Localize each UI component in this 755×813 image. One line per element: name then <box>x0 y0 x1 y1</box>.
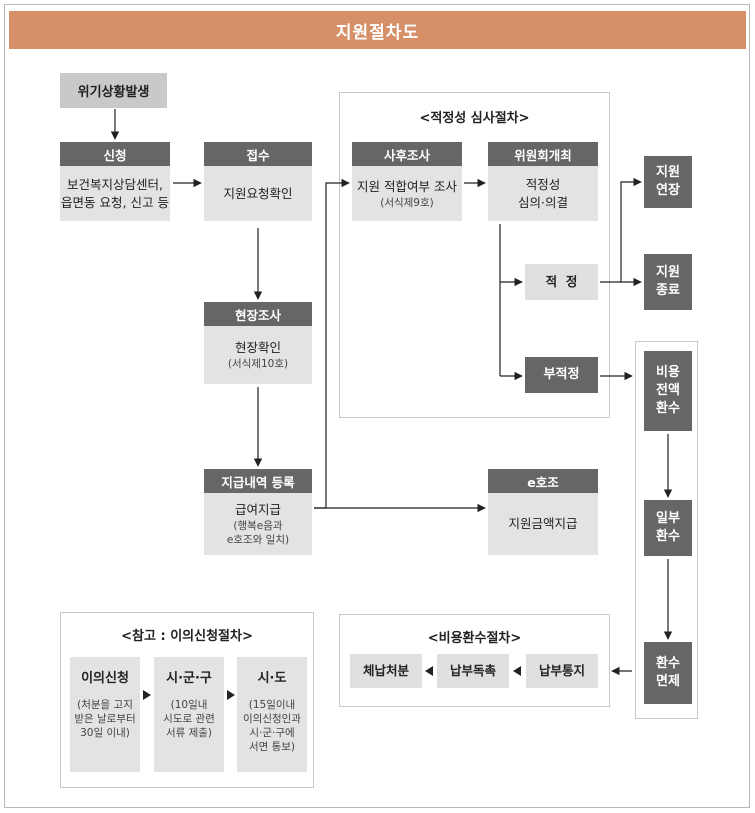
committee-line1: 적정성 <box>525 176 561 192</box>
partial-refund-box: 일부 환수 <box>644 500 692 556</box>
arrow-notice-to-demand <box>513 666 521 676</box>
appropriate-label: 적 정 <box>545 274 578 289</box>
arrow-appropriate-to-extend <box>620 177 642 282</box>
appropriate-box: 적 정 <box>525 264 598 300</box>
objection-title: <참고 : 이의신청절차> <box>121 629 253 644</box>
objection-step-title: 시·군·구 <box>166 671 212 686</box>
support-extension-line1: 지원 <box>656 165 680 180</box>
objection-step-note: 받은 날로부터 <box>74 713 136 725</box>
payment-demand-box: 납부독촉 <box>437 654 509 688</box>
post-investigation-box: 사후조사 지원 적합여부 조사 (서식제9호) <box>352 142 462 221</box>
arrow-demand-to-disposal <box>425 666 433 676</box>
refund-procedure-title: <비용환수절차> <box>427 631 522 646</box>
committee-box: 위원회개최 적정성 심의·의결 <box>488 142 598 221</box>
receipt-box: 접수 지원요청확인 <box>204 142 312 221</box>
partial-refund-line1: 일부 <box>656 511 680 526</box>
objection-step-province: 시·도 (15일이내 이의신청인과 시·군·구에 서면 통보) <box>237 657 307 772</box>
payment-registration-header: 지급내역 등록 <box>204 469 312 500</box>
full-refund-box: 비용 전액 환수 <box>644 351 692 431</box>
ehojo-header: e호조 <box>488 469 598 500</box>
objection-step-note: (10일내 <box>170 699 208 711</box>
support-extension-line2: 연장 <box>656 183 680 198</box>
objection-step-note: 30일 이내) <box>80 727 130 739</box>
field-investigation-body: 현장확인 <box>234 340 281 355</box>
arrow-receipt-to-post-investigation <box>314 178 350 509</box>
objection-step-note: (처분을 고지 <box>77 699 133 711</box>
review-panel-title: <적정성 심사절차> <box>419 111 530 126</box>
refund-exemption-line1: 환수 <box>656 656 680 671</box>
objection-step-note: 이의신청인과 <box>243 713 301 725</box>
objection-step-note: 시·군·구에 <box>249 727 295 739</box>
partial-refund-line2: 환수 <box>656 529 680 544</box>
payment-notice-label: 납부통지 <box>538 663 585 678</box>
objection-step-note: 시도로 관련 <box>163 713 215 725</box>
full-refund-line2: 전액 <box>656 383 680 398</box>
apply-box: 신청 보건복지상담센터, 읍면동 요청, 신고 등 <box>60 142 170 221</box>
refund-exemption-box: 환수 면제 <box>644 642 692 704</box>
payment-sub2: e호조와 일치) <box>226 534 290 546</box>
field-investigation-form: (서식제10호) <box>227 358 289 370</box>
objection-step-note: 서류 제출) <box>165 727 213 739</box>
full-refund-line3: 환수 <box>656 401 680 416</box>
full-refund-line1: 비용 <box>656 365 680 380</box>
committee-line2: 심의·의결 <box>518 194 568 210</box>
inappropriate-label: 부적정 <box>543 367 580 382</box>
post-investigation-header: 사후조사 <box>352 142 462 173</box>
objection-step-title: 이의신청 <box>81 671 129 686</box>
arrow-filing-to-district <box>143 690 151 700</box>
arrears-disposal-box: 체납처분 <box>350 654 422 688</box>
objection-step-note: (15일이내 <box>248 699 296 711</box>
arrears-disposal-label: 체납처분 <box>362 663 409 678</box>
ehojo-body: 지원금액지급 <box>508 516 578 531</box>
refund-exemption-line2: 면제 <box>656 674 680 689</box>
objection-step-title: 시·도 <box>257 671 287 686</box>
committee-header: 위원회개최 <box>488 142 598 173</box>
payment-demand-label: 납부독촉 <box>449 663 496 678</box>
support-termination-line1: 지원 <box>656 265 680 280</box>
page-title: 지원절차도 <box>9 11 746 49</box>
crisis-occurrence-box: 위기상황발생 <box>60 73 167 108</box>
payment-body: 급여지급 <box>234 502 281 517</box>
support-termination-line2: 종료 <box>656 283 680 298</box>
apply-line2: 읍면동 요청, 신고 등 <box>61 194 169 210</box>
crisis-occurrence-label: 위기상황발생 <box>77 85 150 100</box>
objection-step-filing: 이의신청 (처분을 고지 받은 날로부터 30일 이내) <box>70 657 140 772</box>
apply-line1: 보건복지상담센터, <box>67 176 163 192</box>
post-investigation-form: (서식제9호) <box>380 196 434 209</box>
payment-sub1: (행복e음과 <box>233 520 283 532</box>
arrow-district-to-province <box>227 690 235 700</box>
field-investigation-box: 현장조사 현장확인 (서식제10호) <box>204 302 312 384</box>
support-extension-box: 지원 연장 <box>644 156 692 208</box>
receipt-body: 지원요청확인 <box>223 185 293 201</box>
post-investigation-body: 지원 적합여부 조사 <box>357 178 457 194</box>
apply-header: 신청 <box>60 142 170 173</box>
inappropriate-box: 부적정 <box>525 357 598 393</box>
support-termination-box: 지원 종료 <box>644 254 692 310</box>
payment-notice-box: 납부통지 <box>526 654 598 688</box>
payment-registration-box: 지급내역 등록 급여지급 (행복e음과 e호조와 일치) <box>204 469 312 555</box>
ehojo-box: e호조 지원금액지급 <box>488 469 598 555</box>
objection-step-note: 서면 통보) <box>248 741 296 753</box>
objection-step-district: 시·군·구 (10일내 시도로 관련 서류 제출) <box>154 657 224 772</box>
